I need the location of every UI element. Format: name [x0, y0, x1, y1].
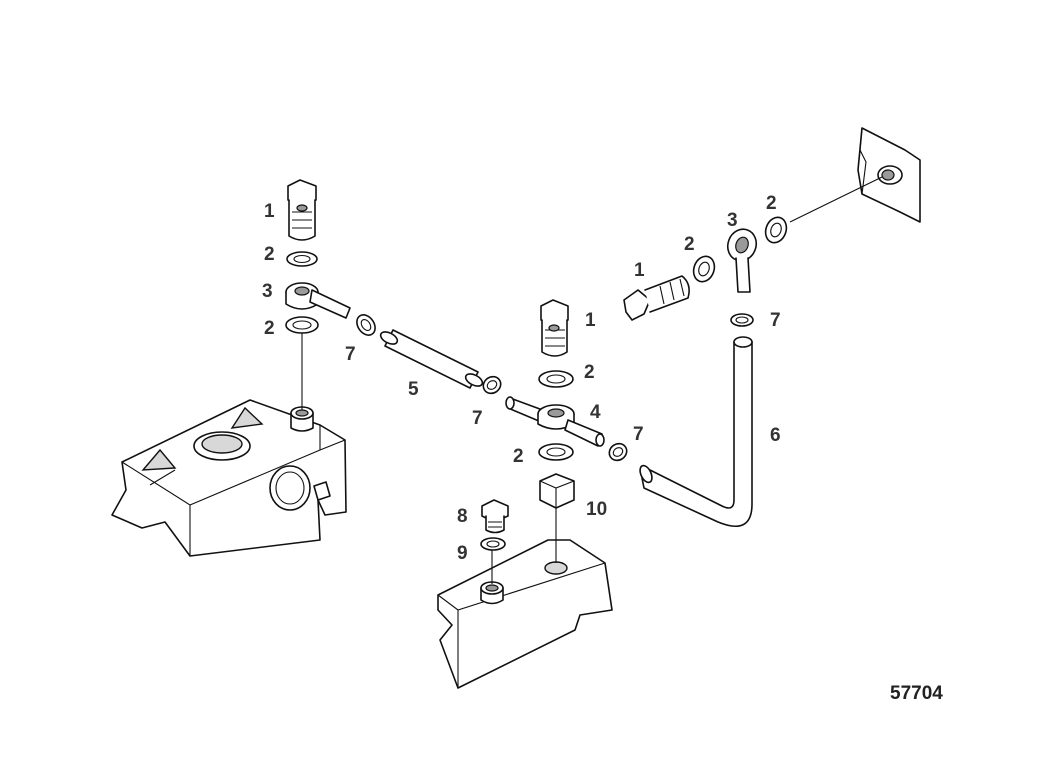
callout-6: 6 [770, 425, 781, 446]
callout-labels: 1 2 3 2 7 5 7 1 2 4 7 2 10 8 9 1 2 3 2 7… [262, 193, 781, 564]
callout-1c: 1 [634, 260, 645, 281]
washer-9 [480, 537, 506, 551]
hose-clamp-7c [608, 442, 628, 462]
figure-number: 57704 [890, 683, 943, 704]
callout-2c: 2 [584, 362, 595, 383]
callout-1a: 1 [264, 201, 275, 222]
washer-left-top [286, 251, 318, 267]
callout-3a: 3 [262, 281, 273, 302]
hose-clamp-7a [356, 314, 376, 336]
washer-right-b [764, 216, 788, 244]
callout-10: 10 [586, 499, 607, 520]
washer-right-a [692, 255, 716, 283]
tee-fitting-4 [505, 396, 605, 447]
left-engine-block [111, 399, 347, 557]
callout-2d: 2 [513, 446, 524, 467]
leader-lines [301, 176, 883, 584]
callout-7c: 7 [633, 424, 644, 445]
callout-5: 5 [408, 379, 419, 400]
straight-hose-5 [379, 329, 484, 389]
callout-2b: 2 [264, 318, 275, 339]
callout-1b: 1 [585, 310, 596, 331]
right-mount-bracket [857, 127, 921, 223]
callout-3b: 3 [727, 210, 738, 231]
callout-7d: 7 [770, 310, 781, 331]
callout-4: 4 [590, 402, 601, 423]
callout-8: 8 [457, 506, 468, 527]
plug-bolt-8 [481, 499, 509, 534]
callout-2f: 2 [766, 193, 777, 214]
washer-center-bottom [538, 443, 574, 461]
banjo-fitting-right [726, 228, 758, 293]
hose-clamp-7d [730, 313, 754, 327]
banjo-bolt-right [623, 275, 690, 321]
callout-7b: 7 [472, 408, 483, 429]
banjo-bolt-left [287, 179, 317, 241]
washer-left-bottom [285, 316, 319, 334]
hose-clamp-7b [482, 375, 502, 395]
washer-center-top [538, 370, 574, 388]
callout-2a: 2 [264, 244, 275, 265]
callout-7a: 7 [345, 344, 356, 365]
banjo-fitting-left [285, 282, 351, 319]
callout-9: 9 [457, 543, 468, 564]
banjo-bolt-center [540, 299, 569, 357]
bent-hose-6 [639, 336, 753, 527]
nut-10 [539, 473, 575, 509]
callout-2e: 2 [684, 234, 695, 255]
